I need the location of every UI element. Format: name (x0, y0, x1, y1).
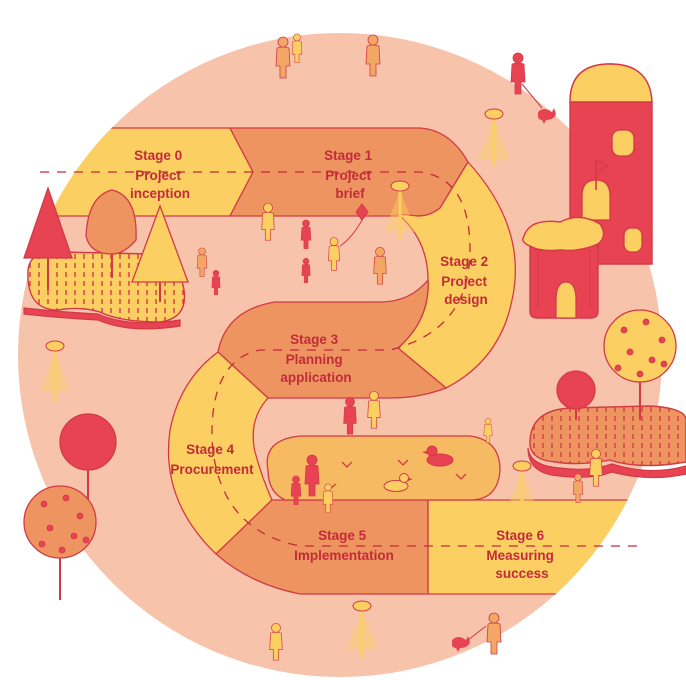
stage-labels: Stage 0 Project inception Stage 1 Projec… (130, 148, 557, 581)
stage-4-segment (167, 351, 273, 555)
person-icon (269, 622, 283, 661)
duck-icon (383, 473, 413, 492)
person-icon (211, 269, 221, 296)
person-icon (300, 219, 312, 249)
tree-icon (59, 413, 117, 500)
duck-icon (422, 445, 454, 467)
house-icon (522, 216, 605, 319)
people-group (196, 33, 603, 661)
stage-2-label: Stage 2 Project design (440, 254, 492, 307)
stage-3-label: Stage 3 Planning application (280, 332, 351, 385)
person-icon (322, 483, 334, 513)
flag-icon (595, 159, 610, 190)
person-icon (589, 448, 603, 487)
person-icon (301, 257, 311, 284)
person-icon (483, 417, 493, 444)
stage-1-label: Stage 1 Project brief (324, 148, 376, 201)
person-icon (365, 34, 381, 77)
lamp-icon (506, 460, 538, 520)
person-icon (486, 612, 502, 655)
dog-icon (452, 625, 487, 652)
tower-icon (569, 63, 653, 265)
person-icon (510, 52, 526, 95)
tree-icon (556, 370, 596, 420)
tree-icon (131, 204, 189, 302)
lamp-icon (478, 108, 510, 166)
right-park (527, 405, 686, 479)
person-icon (275, 36, 291, 79)
person-icon (373, 246, 387, 285)
stage-6-label: Stage 6 Measuring success (486, 528, 557, 581)
person-icon (196, 247, 208, 277)
stage-5-label: Stage 5 Implementation (294, 528, 394, 563)
tree-icon (23, 185, 73, 290)
person-icon (328, 237, 340, 271)
kite-icon (339, 203, 369, 247)
tree-icon (85, 189, 137, 278)
person-icon (261, 202, 275, 241)
stage-6-segment (427, 499, 662, 595)
person-icon (367, 390, 381, 429)
stage-3-segment (217, 279, 447, 399)
person-icon (291, 33, 303, 63)
stage-5-segment (215, 499, 429, 595)
dog-icon (521, 83, 556, 124)
lamp-icon (346, 600, 378, 658)
person-icon (343, 396, 357, 435)
tree-icon (603, 309, 677, 420)
stage-4-label: Stage 4 Procurement (170, 442, 254, 477)
person-icon (290, 475, 302, 505)
lamp-icon (40, 340, 70, 402)
tree-icon (23, 485, 97, 600)
person-icon (572, 473, 584, 503)
lamp-icon (384, 180, 416, 240)
stage-0-label: Stage 0 Project inception (130, 148, 190, 201)
person-icon (304, 454, 320, 497)
pond (266, 435, 501, 501)
path-centre-line (40, 171, 640, 547)
